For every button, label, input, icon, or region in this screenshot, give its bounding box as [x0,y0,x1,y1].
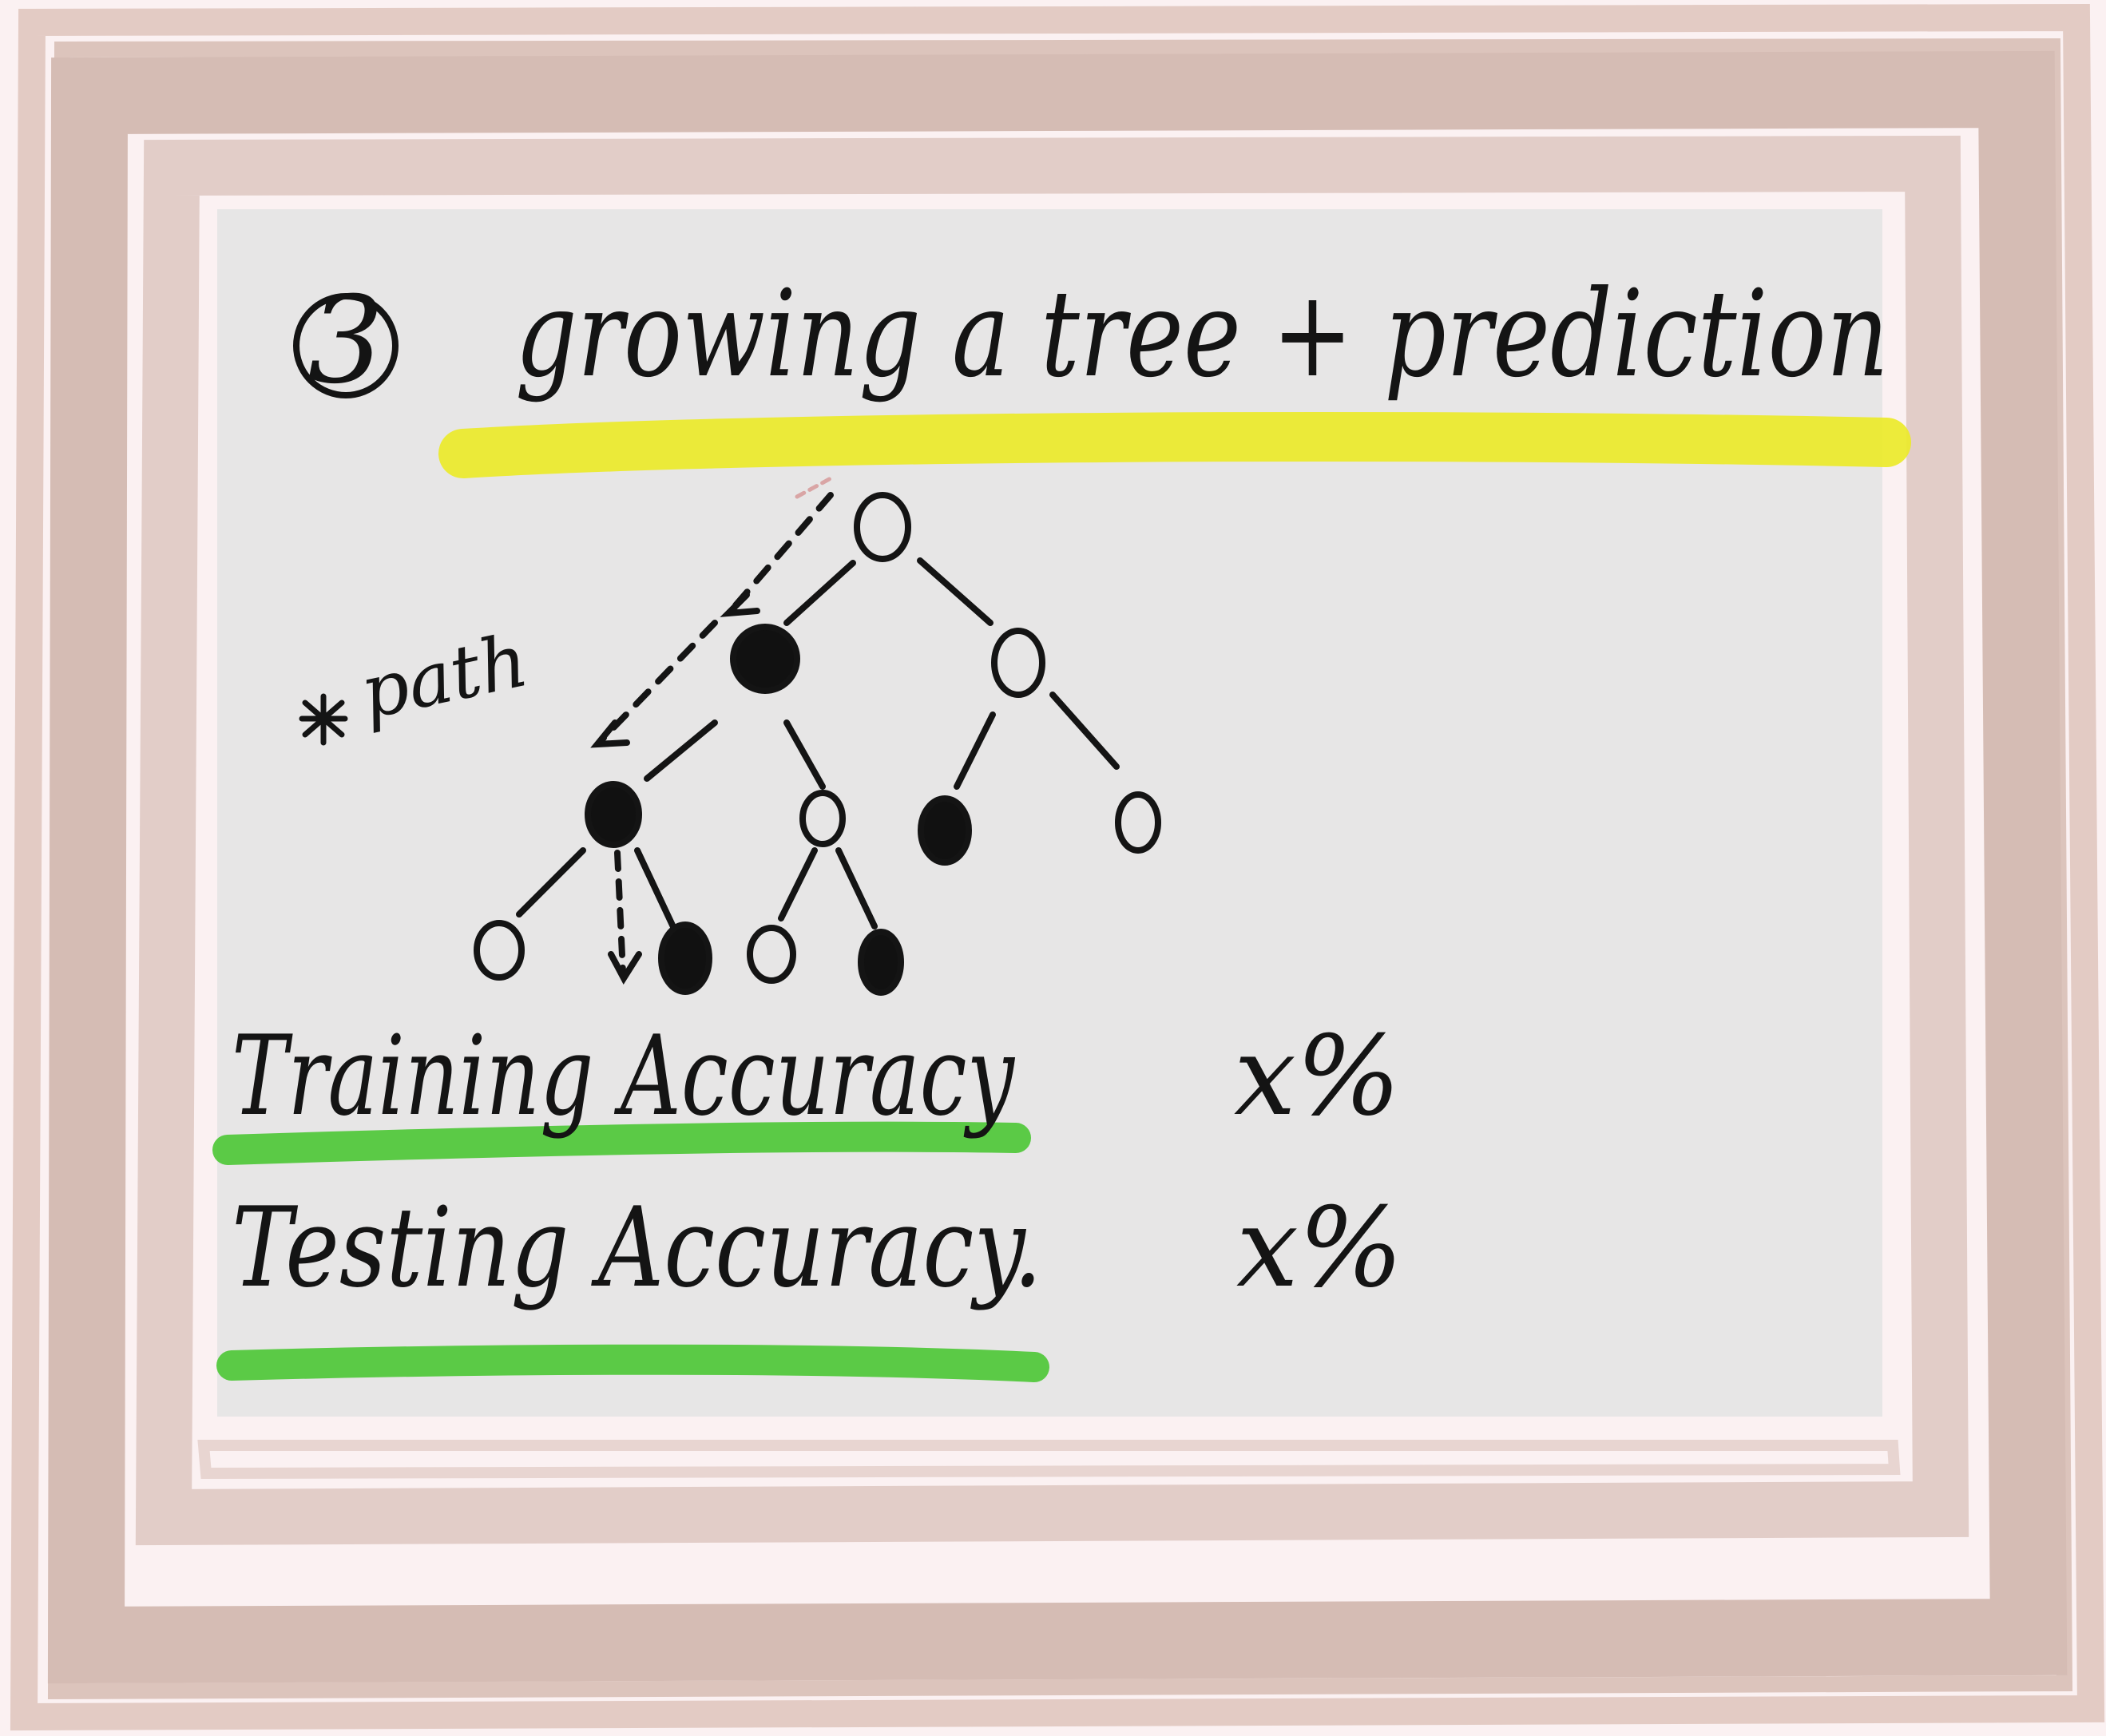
edge-right-rr [1049,692,1120,770]
testing-accuracy-value: x% [1236,1183,1403,1312]
node-rr [1115,791,1161,854]
node-left [730,624,800,694]
prediction-path-arrow-3-head [608,951,642,985]
prediction-path-arrow-1-head [720,592,760,617]
node-lrl [747,925,796,984]
edge-left-lr [783,719,826,790]
frame-line-inner [197,1440,1901,1480]
prediction-path-arrow-1 [728,492,834,614]
edge-ll-r [634,847,678,933]
edge-lr-l [778,847,818,922]
node-ll [585,781,642,848]
training-underline [212,1121,1031,1165]
node-lll [474,920,525,981]
node-root [854,492,911,562]
frame-band-4 [135,135,1969,1546]
frame-outer-band [10,3,2105,1731]
training-accuracy-value: x% [1234,1012,1401,1140]
node-lrr [858,929,904,996]
step-number-circle [293,293,399,398]
prediction-path-arrow-2-head [590,719,630,748]
whiteboard [217,209,1882,1417]
prediction-path-start [795,475,835,499]
edge-lr-r [835,847,878,929]
title-text: growing a tree + prediction [515,265,1889,404]
title-highlight [438,411,1911,478]
edge-root-left [783,560,856,626]
edge-left-ll [644,719,718,782]
edge-root-right [917,557,994,626]
edge-ll-l [516,847,586,918]
step-number: 3 [307,271,383,410]
asterisk-icon [299,693,348,746]
prediction-path-arrow-2 [597,620,718,744]
training-accuracy-label: Training Accuracy [232,1012,1016,1140]
node-rl [918,795,972,866]
decision-tree [474,475,1161,996]
header: 3 growing a tree + prediction [293,265,1911,478]
node-right [991,628,1045,698]
testing-underline [216,1344,1049,1382]
testing-accuracy-label: Testing Accuracy. [232,1183,1042,1312]
metrics: Training Accuracy x% Testing Accuracy. x… [212,1012,1403,1382]
node-llr [658,922,712,995]
edge-right-rl [954,711,996,790]
decorative-frame [10,3,2105,1731]
node-lr [799,790,846,847]
frame-band-3 [47,50,2068,1684]
prediction-path-arrow-3 [614,850,626,976]
